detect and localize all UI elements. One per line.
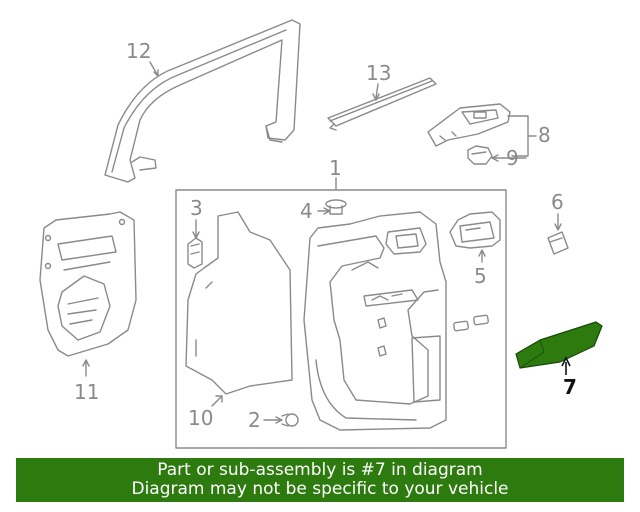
callout-8: 8 [538,123,551,147]
part-11-speaker-bracket [39,211,137,357]
part-4-cap [325,199,347,215]
callout-4: 4 [300,199,313,223]
part-10-deflector [185,211,293,395]
callout-11: 11 [74,380,100,404]
door-trim-panel [303,211,447,431]
callout-2: 2 [248,408,261,432]
callout-13: 13 [366,61,392,85]
banner-line-2: Diagram may not be specific to your vehi… [131,479,509,499]
banner-line-1: Part or sub-assembly is #7 in diagram [157,460,483,480]
parts-diagram [39,19,603,449]
part-2-pushpin [281,413,299,427]
callout-9: 9 [506,146,519,170]
part-13-molding [327,77,437,131]
callout-10: 10 [188,406,214,430]
part-6-cap [547,231,569,255]
part-5-handle [449,211,501,249]
small-clips [453,314,489,332]
part-7-highlighted [515,321,603,375]
callout-1: 1 [329,156,342,180]
callout-12: 12 [126,39,152,63]
part-8-switch-bracket [427,103,511,147]
callout-7: 7 [563,375,577,399]
part-9-switch [467,145,493,165]
callout-3: 3 [190,196,203,220]
notice-banner: Part or sub-assembly is #7 in diagram Di… [16,458,624,502]
callout-5: 5 [474,264,487,288]
part-12-window-frame [104,19,301,183]
part-3-clip [187,237,203,269]
callout-6: 6 [551,190,564,214]
leader-lines [82,61,562,424]
